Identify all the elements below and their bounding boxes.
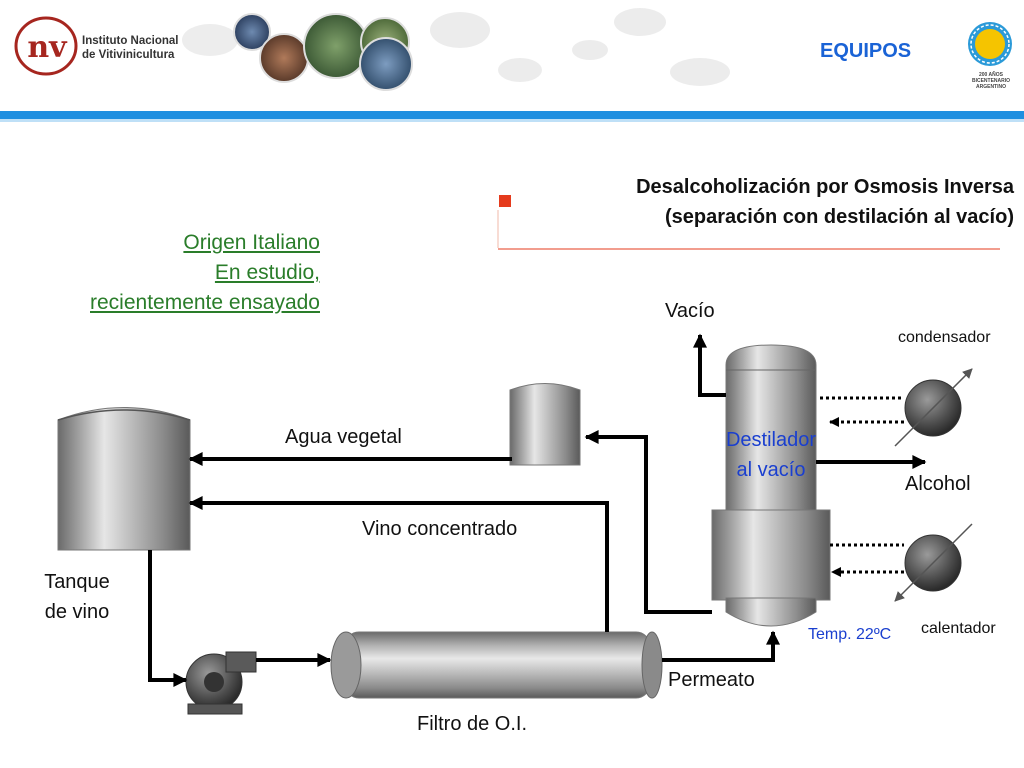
label-heater: calentador <box>921 620 996 637</box>
pump <box>185 651 257 715</box>
bicentenario-line2: BICENTENARIO <box>971 78 1011 84</box>
water-tank <box>509 383 581 466</box>
bicentenario-text: 200 AÑOS BICENTENARIO ARGENTINO <box>966 72 1016 90</box>
section-title: EQUIPOS <box>820 40 912 62</box>
label-distiller: Destilador al vacío <box>706 425 836 485</box>
vacuum-distiller <box>711 344 831 627</box>
condenser-lines <box>820 396 904 577</box>
diagram-title: Desalcoholización por Osmosis Inversa (s… <box>500 172 1014 232</box>
bicentenario-logo <box>968 22 1012 66</box>
concentrate-return-line <box>188 496 609 632</box>
header-accent-bar-light <box>0 119 1024 122</box>
label-alcohol: Alcohol <box>905 473 971 495</box>
label-vacuum: Vacío <box>665 300 715 322</box>
bicentenario-line1: 200 AÑOS <box>979 72 1003 78</box>
origin-note: Origen Italiano En estudio, recientement… <box>20 228 320 318</box>
label-wine-tank-line1: Tanque <box>44 571 110 593</box>
permeate-line <box>662 630 780 662</box>
label-concentrate: Vino concentrado <box>362 518 518 540</box>
label-distiller-line2: al vacío <box>736 459 806 481</box>
org-name-line2: de Vitivinicultura <box>82 49 175 61</box>
label-permeate: Permeato <box>668 669 755 691</box>
label-water: Agua vegetal <box>285 426 402 448</box>
title-line1: Desalcoholización por Osmosis Inversa <box>636 176 1014 198</box>
label-filter: Filtro de O.I. <box>417 713 528 735</box>
distiller-to-tank-line <box>584 430 712 614</box>
header-photos <box>233 13 413 91</box>
inv-logo <box>14 16 78 76</box>
origin-line1: Origen Italiano <box>183 231 320 254</box>
origin-line2: En estudio, <box>214 261 320 284</box>
label-distiller-line1: Destilador <box>725 429 817 451</box>
leaf-decoration <box>182 8 730 86</box>
label-condenser: condensador <box>898 329 991 346</box>
origin-line3: recientemente ensayado <box>90 291 320 314</box>
org-name-line1: Instituto Nacional <box>82 35 179 47</box>
title-decoration <box>497 195 1000 250</box>
tank-to-pump-line <box>148 550 188 687</box>
wine-tank <box>57 407 191 551</box>
ro-filter <box>330 631 663 699</box>
vacuum-line <box>693 333 726 397</box>
condenser-unit <box>894 368 973 447</box>
bicentenario-line3: ARGENTINO <box>976 84 1006 90</box>
label-wine-tank: Tanque de vino <box>22 567 132 627</box>
process-lines <box>148 333 927 687</box>
heater-unit <box>894 523 973 602</box>
header-graphics <box>14 8 1012 91</box>
logo-monogram: nv <box>27 30 67 65</box>
label-wine-tank-line2: de vino <box>44 601 110 623</box>
title-line2: (separación con destilación al vacío) <box>664 206 1014 228</box>
header: nv Instituto Nacional de Vitivinicultura… <box>0 0 1024 112</box>
header-accent-bar <box>0 111 1024 119</box>
title-bullet <box>499 195 511 207</box>
label-temperature: Temp. 22ºC <box>808 626 892 643</box>
